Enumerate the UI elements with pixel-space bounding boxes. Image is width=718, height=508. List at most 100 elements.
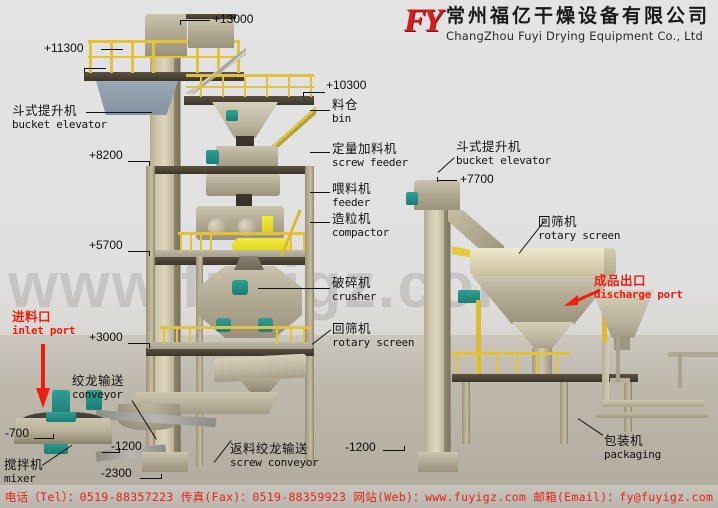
railing-10300-post-6 — [310, 74, 312, 97]
rotary-screen-leg-left — [476, 300, 481, 376]
tick-11300 — [84, 68, 85, 73]
leader-11300-b — [101, 49, 123, 50]
label-screw-feeder-cn: 定量加料机 — [332, 141, 398, 156]
label-conveyor-en: conveyor — [72, 387, 123, 401]
platform-5700 — [146, 256, 314, 265]
label-feeder-en: feeder — [332, 195, 370, 209]
label-bucket-elevator-right-cn: 斗式提升机 — [456, 139, 522, 154]
packaging-conveyor-belt — [602, 400, 704, 407]
elevation-10300: +10300 — [326, 78, 367, 92]
packaging-mast — [616, 336, 620, 382]
label-mixer: 搅拌机 mixer — [4, 457, 44, 486]
label-screw-feeder: 定量加料机 screw feeder — [332, 141, 408, 170]
elevation-3000: +3000 — [89, 330, 123, 344]
label-discharge-port: 成品出口 discharge port — [594, 273, 683, 302]
label-screw-conveyor-en: screw conveyor — [230, 455, 319, 469]
packaging-machine-frame — [602, 342, 609, 406]
crusher-inlet-cone — [234, 256, 264, 270]
railing-11300-post-4 — [152, 40, 155, 73]
tower-column-inner — [196, 256, 203, 466]
company-logo: FY 常州福亿干燥设备有限公司 ChangZhou Fuyi Drying Eq… — [404, 4, 710, 43]
bucket-elevator-right-shadow — [444, 192, 451, 460]
background-pipe-rack — [668, 352, 718, 357]
railing-10300-post-2 — [222, 74, 224, 97]
label-crusher: 破碎机 crusher — [332, 275, 377, 304]
right-railing-post-5 — [536, 352, 538, 374]
bucket-elevator-right-base — [418, 452, 458, 472]
contact-text: 电话（Tel）：0519-88357223 传真(Fax)：0519-88359… — [4, 489, 714, 504]
label-compactor-cn: 造粒机 — [332, 211, 372, 226]
label-rotary-screen-left: 回筛机 rotary screen — [332, 321, 415, 350]
label-mixer-en: mixer — [4, 471, 36, 485]
label-packaging: 包装机 packaging — [604, 433, 661, 462]
rotary-screen-left-outlet — [238, 378, 282, 392]
right-railing-top — [452, 352, 570, 355]
background-pipe-post — [678, 352, 682, 388]
right-platform-leg-2 — [560, 382, 568, 444]
crusher-motor-lower-right — [258, 318, 273, 332]
label-bucket-elevator-right: 斗式提升机 bucket elevator — [456, 139, 551, 168]
label-bin-cn: 料仓 — [332, 97, 359, 112]
leader-11300 — [84, 68, 106, 69]
tower-column-right — [305, 166, 314, 466]
tick-m700 — [53, 434, 54, 439]
packaging-arm — [610, 378, 630, 383]
inlet-port-arrow-icon — [36, 344, 50, 408]
tick-10300 — [303, 92, 304, 97]
feeder-chute — [236, 194, 252, 206]
platform-3000 — [146, 348, 314, 356]
crusher-motor-upper — [232, 280, 248, 295]
tick-13000 — [180, 20, 181, 25]
label-rotary-screen-right: 回筛机 rotary screen — [538, 214, 621, 243]
right-platform-leg-3 — [624, 382, 632, 432]
label-screw-conveyor: 返料绞龙输送 screw conveyor — [230, 441, 319, 470]
railing-11300-post-6 — [217, 40, 220, 73]
railing-10300-mid — [186, 86, 314, 88]
railing-5700-post-3 — [200, 232, 202, 252]
label-compactor: 造粒机 compactor — [332, 211, 389, 240]
railing-10300-post-3 — [244, 74, 246, 97]
railing-5700-post-5 — [290, 232, 292, 252]
leader-m2300 — [140, 478, 162, 479]
label-packaging-en: packaging — [604, 447, 661, 461]
railing-10300-post-4 — [266, 74, 268, 97]
elevation-5700: +5700 — [89, 238, 123, 252]
label-mixer-cn: 搅拌机 — [4, 457, 44, 472]
tick-m2300 — [161, 474, 162, 479]
label-feeder: 喂料机 feeder — [332, 181, 372, 210]
label-feeder-cn: 喂料机 — [332, 181, 372, 196]
platform-8200 — [146, 166, 314, 174]
tower-top-housing — [188, 18, 234, 48]
label-screw-conveyor-cn: 返料绞龙输送 — [230, 441, 309, 456]
railing-10300-post-5 — [288, 74, 290, 97]
rotary-screen-leg-right — [602, 300, 607, 376]
leader-10300 — [303, 92, 325, 93]
crusher-motor-lower-left — [216, 318, 231, 332]
tick-m1200b — [404, 446, 405, 451]
railing-5700-top — [178, 232, 314, 235]
rotary-screen-motor — [458, 290, 480, 303]
label-inlet-port-en: inlet port — [12, 323, 76, 337]
railing-10300-post-1 — [200, 74, 202, 97]
discharge-port-arrow-icon — [564, 288, 601, 306]
right-railing-post-6 — [556, 352, 558, 374]
leader-8200 — [128, 161, 150, 162]
compactor-control-box — [262, 216, 273, 232]
tick-m1200a — [119, 448, 120, 453]
right-railing-post-2 — [476, 352, 478, 374]
elevator-boot — [142, 452, 188, 472]
railing-11300-post-3 — [131, 40, 134, 73]
mixer-support-base — [14, 432, 112, 444]
elevation-m700: -700 — [5, 426, 30, 440]
tower-column-left — [146, 166, 155, 466]
leader-bucket-elevator-right — [437, 157, 455, 173]
leader-m1200a — [102, 452, 120, 453]
bin-outlet — [236, 136, 254, 146]
railing-11300-post-5 — [196, 40, 199, 73]
leader-bucket-elevator-left — [86, 112, 152, 113]
leader-13000 — [180, 20, 210, 21]
railing-5700-post-1 — [180, 232, 182, 252]
conveyor-motor — [86, 390, 102, 410]
label-crusher-cn: 破碎机 — [332, 275, 372, 290]
leader-screw-feeder — [310, 152, 330, 153]
